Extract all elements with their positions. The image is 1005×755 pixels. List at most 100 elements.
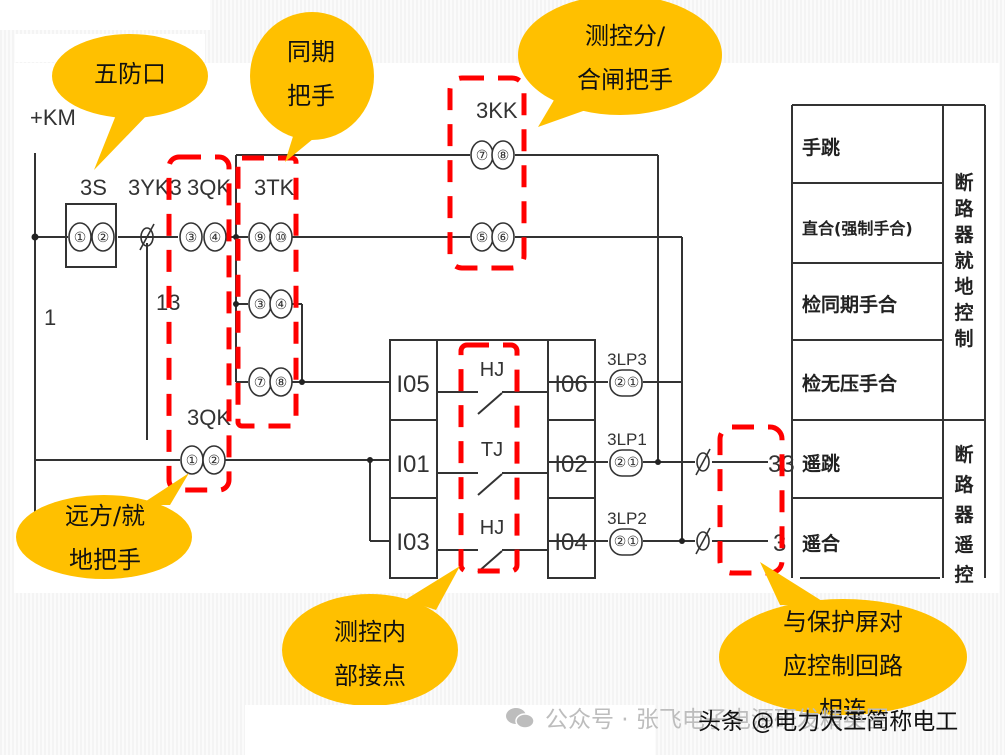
switch-3s-label: 3S (80, 175, 107, 200)
callout-line: 与保护屏对 (783, 608, 903, 636)
switch-3s-box (65, 203, 117, 268)
callout-local-remote: 远方/就 地把手 (40, 494, 170, 582)
table-row: 手跳 (802, 136, 840, 159)
callout-line: 地把手 (69, 546, 141, 574)
svg-text:①: ① (627, 454, 640, 470)
callout-protection-tail (760, 562, 830, 606)
toutiao-watermark: 头条 @电力大工简称电工 (698, 709, 959, 735)
callout-control: 测控分/ 合闸把手 (550, 14, 700, 102)
wires (34, 153, 768, 573)
contact-numbers: ① ② ③ ④ ⑨ ⑩ ③ ④ ⑦ ⑧ ⑦ ⑧ ⑤ ⑥ ① ② ② ① ② ① … (74, 147, 640, 549)
junction-dots (31, 233, 685, 544)
relay-labels: HJ TJ HJ (480, 359, 504, 539)
callout-line: 远方/就 (64, 502, 146, 530)
function-table-rows: 手跳 直合(强制手合) 检同期手合 检无压手合 遥跳 遥合 (802, 136, 913, 555)
svg-text:⑧: ⑧ (275, 374, 288, 390)
svg-text:①: ① (627, 533, 640, 549)
callout-line: 测控分/ (584, 22, 666, 50)
relay-hj-2: HJ (480, 517, 504, 539)
wechat-watermark-text: 公众号 · 张飞电子电源研发精英圈 (545, 707, 889, 733)
callout-local-remote-tail (140, 473, 189, 505)
terminal-i05: I05 (396, 371, 429, 398)
callout-control-tail (538, 90, 600, 127)
function-table (791, 104, 986, 579)
svg-text:⑦: ⑦ (476, 147, 489, 163)
switch-3qk-top-label: 3QK (187, 175, 231, 200)
table-row: 直合(强制手合) (802, 219, 913, 238)
callout-line: 相连 (819, 696, 867, 724)
svg-text:②: ② (614, 374, 627, 390)
terminal-blocks (389, 339, 596, 579)
table-group-local: 断路器就地控制 (954, 172, 974, 350)
bottom-blank (245, 705, 655, 755)
wechat-icon (505, 706, 535, 730)
switch-3tk-label: 3TK (254, 175, 295, 200)
callout-sync: 同期 把手 (256, 30, 366, 118)
top-blank (0, 0, 210, 30)
table-group-remote: 断路器遥控 (954, 444, 974, 586)
terminal-i03: I03 (396, 529, 429, 556)
svg-text:①: ① (186, 452, 199, 468)
svg-text:②: ② (97, 229, 110, 245)
relay-hj-1: HJ (480, 359, 504, 381)
callout-line: 五防口 (94, 60, 166, 88)
callout-internal-tail (405, 566, 460, 610)
callout-line: 合闸把手 (577, 66, 673, 94)
pressure-plates (609, 369, 643, 556)
svg-text:②: ② (208, 452, 221, 468)
highlight-3tk (235, 155, 299, 429)
relay-tj: TJ (481, 439, 503, 461)
svg-text:④: ④ (209, 229, 222, 245)
svg-text:③: ③ (254, 296, 267, 312)
svg-text:②: ② (614, 454, 627, 470)
svg-text:3LP2: 3LP2 (607, 509, 647, 528)
svg-text:⑦: ⑦ (254, 374, 267, 390)
svg-text:⑩: ⑩ (275, 229, 288, 245)
callout-line: 测控内 (334, 618, 406, 646)
supply-label: +KM (30, 105, 76, 130)
highlight-3kk (447, 75, 527, 271)
svg-text:②: ② (614, 533, 627, 549)
node-label-1: 1 (44, 305, 56, 330)
callout-wufang-tail (94, 110, 150, 170)
terminal-labels: I05 I01 I03 I06 I02 I04 (396, 371, 587, 556)
callout-control-bubble (518, 0, 722, 115)
callout-protection-bubble (719, 599, 967, 715)
highlight-boxes (166, 75, 785, 576)
callout-line: 部接点 (334, 662, 406, 690)
callout-wufang-bubble (52, 34, 208, 118)
break-symbols (139, 223, 711, 555)
wechat-watermark: 公众号 · 张飞电子电源研发精英圈 (505, 700, 889, 734)
callout-internal: 测控内 部接点 (310, 610, 430, 698)
svg-text:①: ① (627, 374, 640, 390)
highlight-3qk (166, 154, 232, 493)
callout-sync-bubble (250, 12, 374, 140)
table-row: 遥跳 (802, 452, 840, 475)
callout-line: 同期 (287, 38, 335, 66)
svg-text:⑤: ⑤ (476, 229, 489, 245)
table-row: 遥合 (802, 532, 841, 555)
svg-text:⑨: ⑨ (254, 229, 267, 245)
callout-protection: 与保护屏对 应控制回路 相连 (758, 600, 928, 732)
callout-sync-tail (285, 125, 330, 162)
svg-text:⑧: ⑧ (497, 147, 510, 163)
callout-internal-bubble (282, 594, 458, 706)
terminal-i01: I01 (396, 451, 429, 478)
switch-3kk-label: 3KK (476, 98, 518, 123)
switch-3qk-bottom-label: 3QK (187, 405, 231, 430)
svg-text:④: ④ (275, 296, 288, 312)
svg-text:3LP3: 3LP3 (607, 350, 647, 369)
callout-line: 应控制回路 (783, 652, 903, 680)
highlight-outputs (717, 424, 785, 576)
callout-bubbles (16, 0, 967, 715)
svg-text:①: ① (74, 229, 87, 245)
callout-local-remote-bubble (16, 495, 192, 579)
pressure-plate-labels: 3LP3 3LP1 3LP2 (607, 350, 647, 528)
contact-circles (68, 140, 515, 475)
terminal-i04: I04 (554, 529, 587, 556)
svg-text:③: ③ (185, 229, 198, 245)
table-row: 检同期手合 (802, 293, 898, 316)
callout-wufang: 五防口 (60, 52, 200, 96)
highlight-relays (458, 342, 520, 574)
